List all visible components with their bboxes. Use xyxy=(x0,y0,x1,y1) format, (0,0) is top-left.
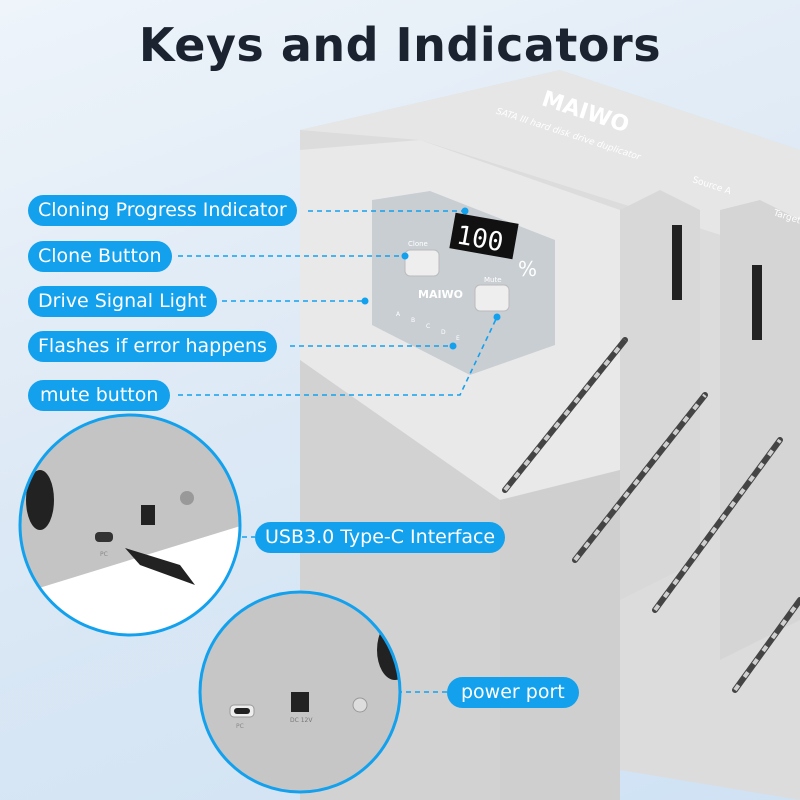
usb-c-port xyxy=(234,708,250,714)
usb-c-cable xyxy=(125,548,195,585)
callout-drive-signal-light: Drive Signal Light xyxy=(28,286,217,317)
mute-key-label: Mute xyxy=(484,276,502,284)
duplicator-device: MAIWO SATA III hard disk drive duplicato… xyxy=(300,70,800,800)
progress-unit: % xyxy=(518,257,537,281)
sata-connector-a xyxy=(672,225,682,300)
drive-signal-leds: A B C D E xyxy=(396,311,460,342)
callout-progress-indicator: Cloning Progress Indicator xyxy=(28,195,297,226)
callout-clone-button: Clone Button xyxy=(28,241,172,272)
svg-text:B: B xyxy=(411,317,415,324)
dc-port-label: DC 12V xyxy=(290,717,313,724)
dc-jack xyxy=(141,505,155,525)
pc-port-label: PC xyxy=(236,723,244,730)
svg-text:E: E xyxy=(456,335,460,342)
mute-key[interactable] xyxy=(474,284,510,312)
pc-port-label: PC xyxy=(100,551,108,558)
svg-text:A: A xyxy=(396,311,401,318)
clone-key-label: Clone xyxy=(408,240,428,248)
callout-mute-button: mute button xyxy=(28,380,171,411)
usb-port-closeup: PC xyxy=(18,413,242,637)
svg-text:C: C xyxy=(426,323,430,330)
callout-power-port: power port xyxy=(447,677,579,708)
panel-logo: MAIWO xyxy=(418,288,463,301)
power-button[interactable] xyxy=(352,697,368,713)
clone-key[interactable] xyxy=(404,249,440,277)
control-panel: 100 % Clone Mute MAIWO A B C D E xyxy=(372,191,555,375)
progress-display xyxy=(449,212,519,260)
callout-usb-interface: USB3.0 Type-C Interface xyxy=(255,522,506,553)
page-title: Keys and Indicators xyxy=(138,18,662,72)
svg-text:D: D xyxy=(441,329,446,336)
power-port-closeup: PC DC 12V xyxy=(198,590,402,794)
callout-error-flash: Flashes if error happens xyxy=(28,331,277,362)
sata-connector-b xyxy=(752,265,762,340)
usb-c-port xyxy=(95,532,113,542)
dc-power-jack xyxy=(291,692,309,712)
